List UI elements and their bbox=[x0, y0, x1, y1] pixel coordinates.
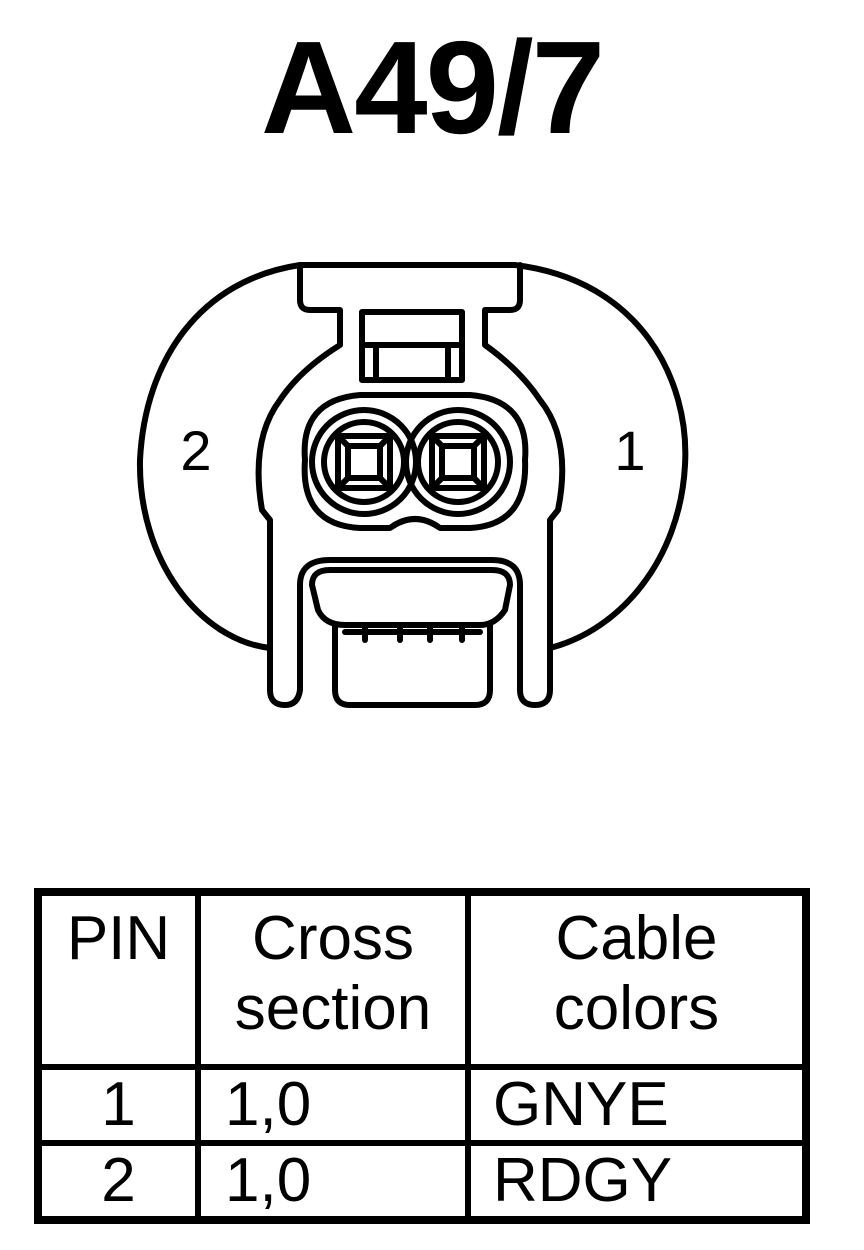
latch-tab bbox=[255, 262, 566, 708]
pin-1-cavity bbox=[403, 407, 513, 517]
connector-face-drawing: 2 1 bbox=[136, 262, 689, 708]
pin-2-cavity bbox=[309, 407, 419, 517]
lock-tongue bbox=[332, 622, 493, 708]
header-cross-section: Cross section bbox=[195, 889, 471, 1070]
cell-cable-color: GNYE bbox=[465, 1064, 809, 1146]
pin-label-right: 1 bbox=[614, 419, 645, 482]
cell-pin: 1 bbox=[35, 1064, 201, 1146]
table-row: 1 1,0 GNYE bbox=[35, 1064, 809, 1146]
pin-label-left: 2 bbox=[180, 419, 211, 482]
table-header-row: PIN Cross section Cable colors bbox=[35, 889, 809, 1070]
pin-2-contact bbox=[335, 433, 393, 491]
pin-1-contact bbox=[429, 433, 487, 491]
table-row: 2 1,0 RDGY bbox=[35, 1140, 809, 1223]
cavity-surround bbox=[301, 392, 529, 531]
connector-title: A49/7 bbox=[260, 14, 605, 161]
cell-cable-color: RDGY bbox=[465, 1140, 809, 1223]
pin-assignment-table: PIN Cross section Cable colors 1 1,0 GNY… bbox=[34, 888, 810, 1224]
cell-pin: 2 bbox=[35, 1140, 201, 1223]
cell-cross-section: 1,0 bbox=[195, 1064, 471, 1146]
lock-window bbox=[309, 567, 513, 628]
header-cable-colors: Cable colors bbox=[465, 889, 809, 1070]
header-pin: PIN bbox=[35, 889, 201, 1070]
housing-outline bbox=[136, 262, 689, 651]
cell-cross-section: 1,0 bbox=[195, 1140, 471, 1223]
